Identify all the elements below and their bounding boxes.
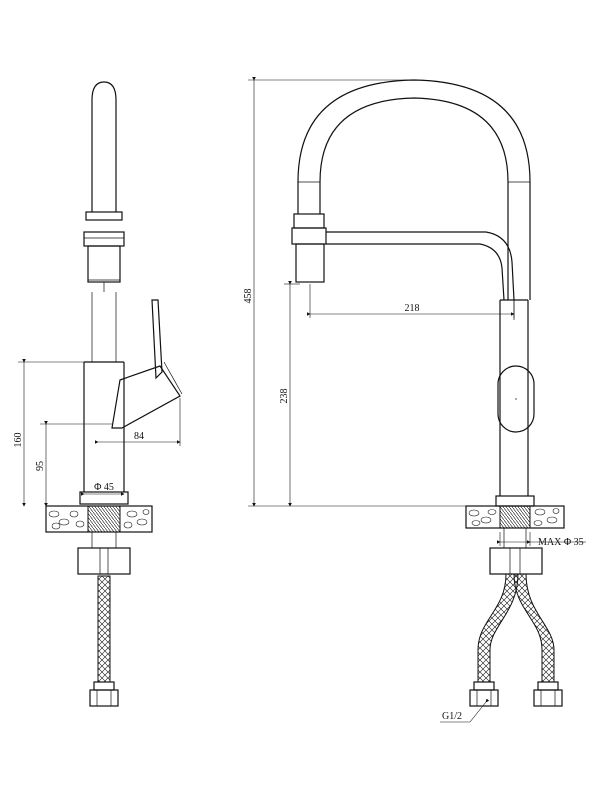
- front-gooseneck-outer: [297, 79, 531, 300]
- side-base: [79, 491, 129, 505]
- side-stones: [48, 509, 150, 530]
- dim-218: 218: [307, 284, 515, 318]
- side-lever-handle: [151, 299, 163, 380]
- front-spout-arm: [326, 231, 515, 301]
- front-hose-right: [513, 573, 555, 683]
- front-stones: [468, 508, 560, 526]
- front-gooseneck-inner: [319, 97, 509, 300]
- front-hose-end-right: [533, 689, 563, 707]
- side-thread: [87, 505, 121, 533]
- dim-84-label: 84: [134, 431, 144, 442]
- front-spray-ring: [291, 227, 327, 245]
- dim-84: 84: [95, 398, 181, 446]
- side-lever-body: [111, 365, 181, 429]
- front-base: [495, 495, 535, 507]
- front-hose-nut-left: [473, 681, 495, 691]
- dim-160-label: 160: [13, 433, 24, 448]
- front-spray-head: [295, 243, 325, 283]
- front-thread: [499, 505, 531, 529]
- front-hose-end-left: [469, 689, 499, 707]
- side-collar: [85, 211, 123, 221]
- side-collar-ring: [83, 231, 125, 247]
- dim-238-label: 238: [279, 389, 290, 404]
- dim-g12-label: G1/2: [442, 711, 462, 722]
- dim-95-label: 95: [35, 461, 46, 471]
- dim-218-label: 218: [405, 303, 420, 314]
- dim-160: 160: [13, 359, 84, 507]
- side-hose-end: [89, 689, 119, 707]
- front-fixing-nut: [489, 547, 543, 575]
- side-spray-head: [87, 245, 121, 283]
- side-view: 160 95 84 Φ 45: [13, 81, 183, 707]
- dim-458: 458: [243, 77, 466, 507]
- dim-max-phi35-label: MAX Φ 35: [538, 537, 584, 548]
- side-body: [83, 361, 125, 492]
- front-hose-nut-right: [537, 681, 559, 691]
- front-hose-left: [477, 573, 519, 683]
- front-spray-collar: [293, 213, 325, 229]
- side-hose: [97, 575, 111, 683]
- front-view: 458 218 238 MAX Φ 35 G1/2: [243, 77, 586, 723]
- dim-phi45: Φ 45: [81, 482, 125, 496]
- dim-238: 238: [279, 281, 300, 507]
- side-upper-pipe: [91, 81, 117, 212]
- dim-max-phi35: MAX Φ 35: [497, 532, 586, 548]
- front-lever: [497, 365, 535, 433]
- dim-phi45-label: Φ 45: [94, 482, 114, 493]
- dim-458-label: 458: [243, 289, 254, 304]
- side-fixing-nut: [77, 547, 131, 575]
- front-body: [499, 299, 529, 496]
- side-hose-nut: [93, 681, 115, 691]
- dim-95: 95: [35, 421, 112, 507]
- dim-g12: G1/2: [440, 698, 490, 723]
